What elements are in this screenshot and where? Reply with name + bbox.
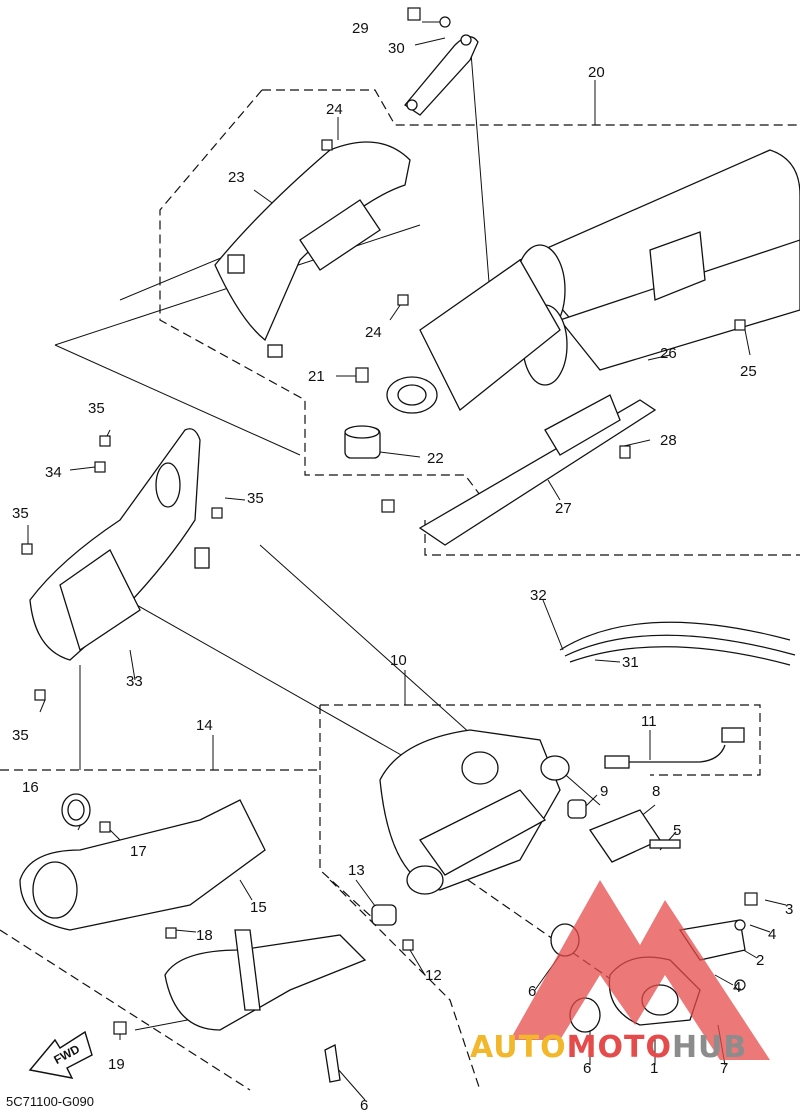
callout-4: 4 [733,979,741,996]
assembly-outlines [0,89,800,1091]
callout-11: 11 [641,713,657,730]
callout-1: 1 [650,1060,658,1077]
callout-35: 35 [12,505,29,522]
callout-16: 16 [22,779,39,796]
callout-4: 4 [768,926,776,943]
callout-8: 8 [652,783,660,800]
watermark-mark [510,880,770,1060]
callout-12: 12 [425,967,442,984]
callout-7: 7 [720,1060,728,1077]
callout-35: 35 [88,400,105,417]
callout-5: 5 [673,822,681,839]
watermark-logo: AUTOMOTOHUB [470,1030,747,1065]
callout-3: 3 [785,901,793,918]
diagram-part-code: 5C71100-G090 [6,1094,94,1109]
callout-26: 26 [660,345,677,362]
callout-24: 24 [326,101,343,118]
callout-33: 33 [126,673,143,690]
callout-22: 22 [427,450,444,467]
callout-labels: 29 30 20 24 23 24 25 26 21 22 28 27 35 3… [12,20,793,1112]
callout-19: 19 [108,1056,125,1073]
exhaust-body-10 [379,729,661,895]
callout-25: 25 [740,363,757,380]
callout-30: 30 [388,40,405,57]
callout-13: 13 [348,862,365,879]
watermark-part-auto: AUTO [470,1030,567,1065]
callout-14: 14 [196,717,213,734]
callout-31: 31 [622,654,639,671]
callout-17: 17 [130,843,147,860]
fwd-arrow: FWD [28,1030,93,1079]
callout-24: 24 [365,324,382,341]
heat-shield-upper [214,141,411,358]
callout-27: 27 [555,500,572,517]
fasteners [21,7,758,1035]
callout-28: 28 [660,432,677,449]
callout-35: 35 [247,490,264,507]
muffler-assembly [344,149,800,546]
cables-31-32 [559,621,796,666]
bracket-30 [404,34,479,116]
heat-shield-33 [29,428,210,661]
callout-2: 2 [756,952,764,969]
o2-sensor-11 [604,727,745,769]
callout-18: 18 [196,927,213,944]
callout-34: 34 [45,464,62,481]
callout-6: 6 [528,983,536,1000]
callout-9: 9 [600,783,608,800]
watermark-part-moto: MOTO [566,1030,672,1065]
watermark-part-hub: HUB [671,1030,748,1065]
callout-10: 10 [390,652,407,669]
callout-35: 35 [12,727,29,744]
callout-6: 6 [360,1097,368,1112]
callout-29: 29 [352,20,369,37]
callout-21: 21 [308,368,325,385]
callout-32: 32 [530,587,547,604]
callout-20: 20 [588,64,605,81]
callout-6: 6 [583,1060,591,1077]
callout-23: 23 [228,169,245,186]
callout-15: 15 [250,899,267,916]
header-pipes-14 [19,793,397,1083]
